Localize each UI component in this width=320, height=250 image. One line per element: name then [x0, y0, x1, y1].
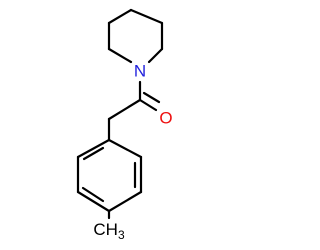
benzene-ring: [76, 138, 143, 220]
nitrogen-label: N: [134, 62, 146, 81]
bond-carbonyl-oxygen-1: [138, 98, 158, 112]
structure-diagram: N O CH3: [76, 8, 173, 242]
bond-c3-c4: [107, 8, 133, 25]
bond-ar1-ar2: [107, 138, 143, 159]
methyl-label-subscript: 3: [118, 228, 125, 242]
amide-group: [107, 80, 161, 142]
bond-ar3-ar4: [107, 190, 143, 213]
piperidine-ring: [107, 8, 164, 64]
bond-carbonyl-oxygen-2: [142, 91, 161, 104]
bond-c4-c5: [129, 8, 164, 25]
methyl-label: CH3: [93, 220, 125, 242]
bond-n-c2: [107, 47, 133, 64]
methyl-label-main: CH: [93, 220, 118, 239]
bond-c6-n: [147, 47, 164, 64]
aromatic-double-bond-2: [81, 186, 105, 203]
oxygen-label: O: [159, 109, 172, 128]
aromatic-double-bond-3: [82, 146, 105, 161]
bond-ar4-ar5: [76, 190, 111, 213]
bond-ar6-ar1: [76, 138, 111, 159]
bond-carbonyl-methylene: [107, 98, 142, 121]
